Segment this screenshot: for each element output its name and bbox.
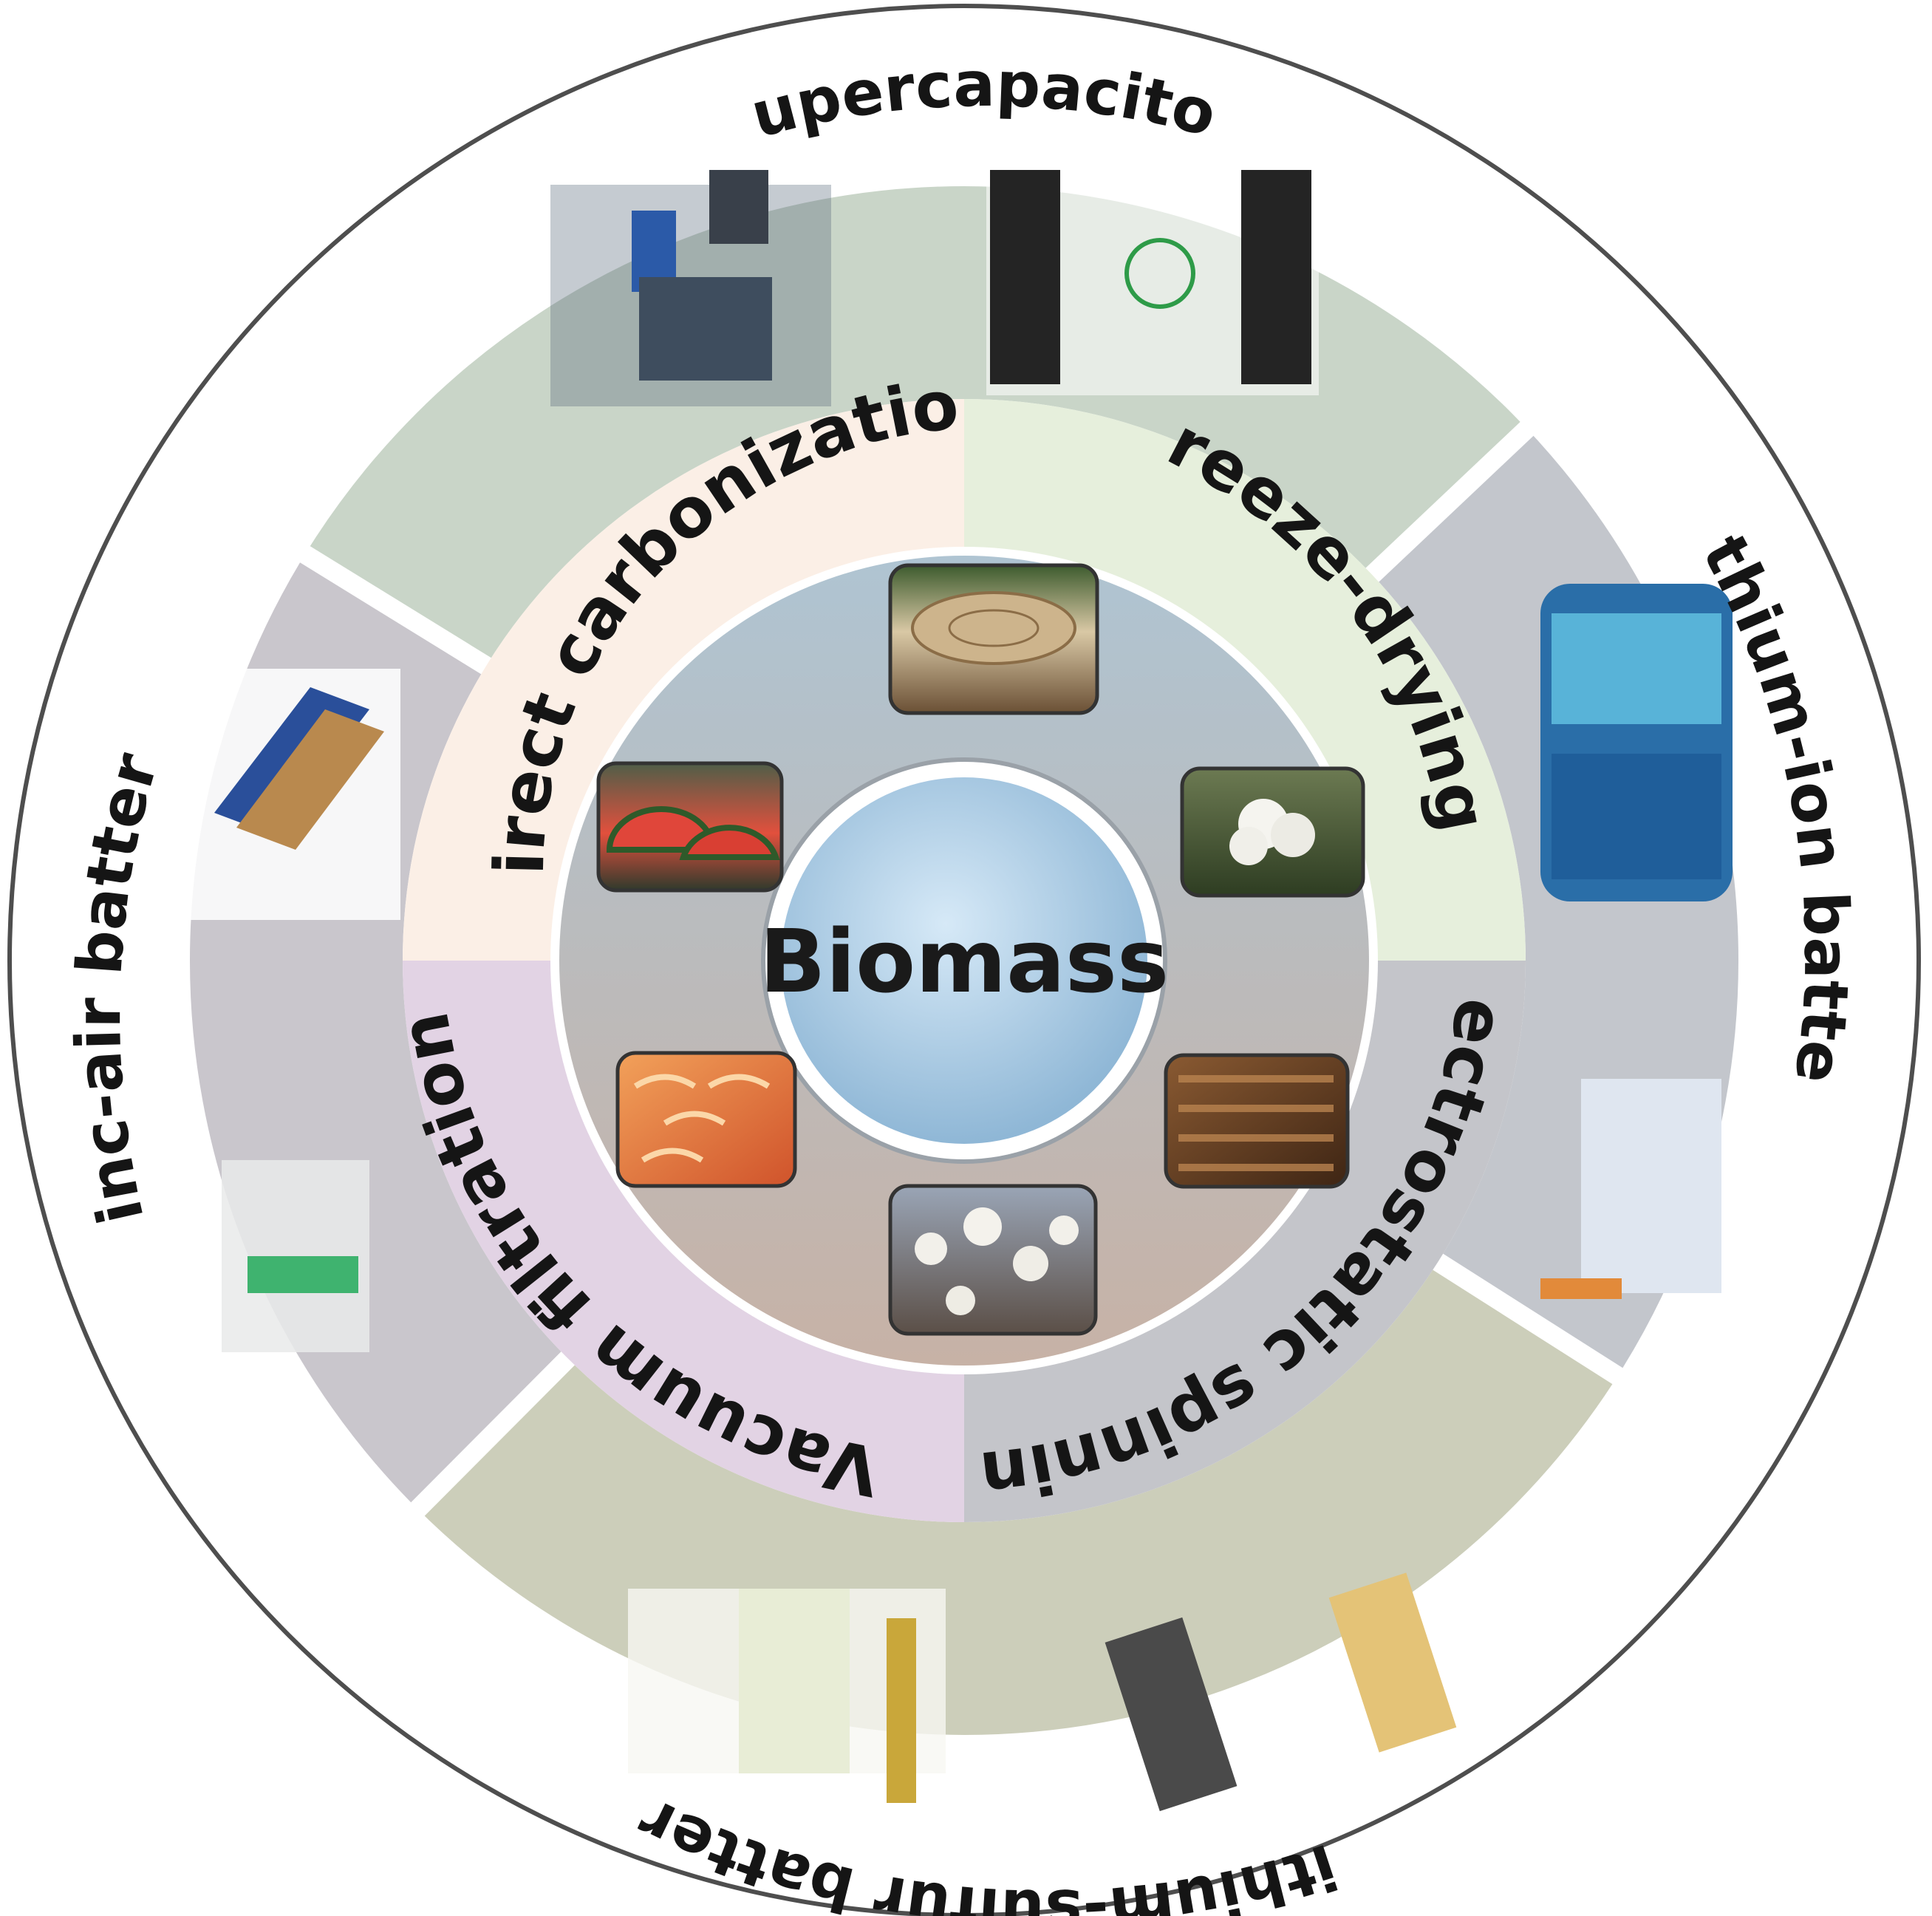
- lithium-ion-illustration: [1540, 584, 1733, 1299]
- cotton-boll-photo: [1180, 766, 1365, 898]
- outer-band-rim: [157, 154, 1771, 1767]
- willow-catkin-photo: [888, 1184, 1098, 1336]
- label-biomass: Biomass: [760, 910, 1170, 1012]
- shrimp-shell-photo: [615, 1051, 797, 1188]
- woven-rattan-photo: [1164, 1053, 1350, 1189]
- tree-stump-photo: [888, 563, 1099, 715]
- watermelon-photo: [596, 761, 784, 893]
- zinc-air-illustration: [185, 669, 400, 1352]
- supercapacitor-illustration: [550, 159, 1319, 406]
- lithium-sulfur-illustration: [628, 1572, 1457, 1812]
- center-circle: [781, 777, 1147, 1144]
